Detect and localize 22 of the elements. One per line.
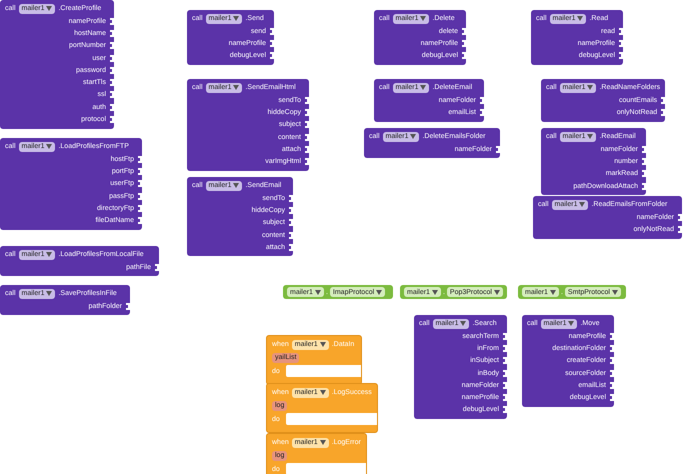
method-call-block bbox=[187, 177, 293, 256]
method-call-block bbox=[374, 10, 466, 65]
event-handler-block bbox=[266, 383, 378, 433]
method-call-block bbox=[0, 246, 159, 276]
method-call-block bbox=[364, 128, 500, 158]
event-handler-block bbox=[266, 335, 362, 385]
property-getter-block bbox=[283, 285, 393, 299]
event-handler-block bbox=[266, 433, 367, 474]
method-call-block bbox=[0, 285, 130, 316]
method-call-block bbox=[541, 79, 666, 122]
property-getter-block bbox=[518, 285, 626, 299]
method-call-block bbox=[0, 138, 142, 230]
method-call-block bbox=[531, 10, 623, 65]
method-call-block bbox=[522, 315, 614, 407]
method-call-block bbox=[533, 196, 682, 239]
method-call-block bbox=[374, 79, 484, 122]
method-call-block bbox=[187, 79, 309, 171]
property-getter-block bbox=[400, 285, 507, 299]
method-call-block bbox=[187, 10, 274, 65]
method-call-block bbox=[541, 128, 646, 196]
method-call-block bbox=[0, 0, 114, 129]
method-call-block bbox=[414, 315, 507, 420]
